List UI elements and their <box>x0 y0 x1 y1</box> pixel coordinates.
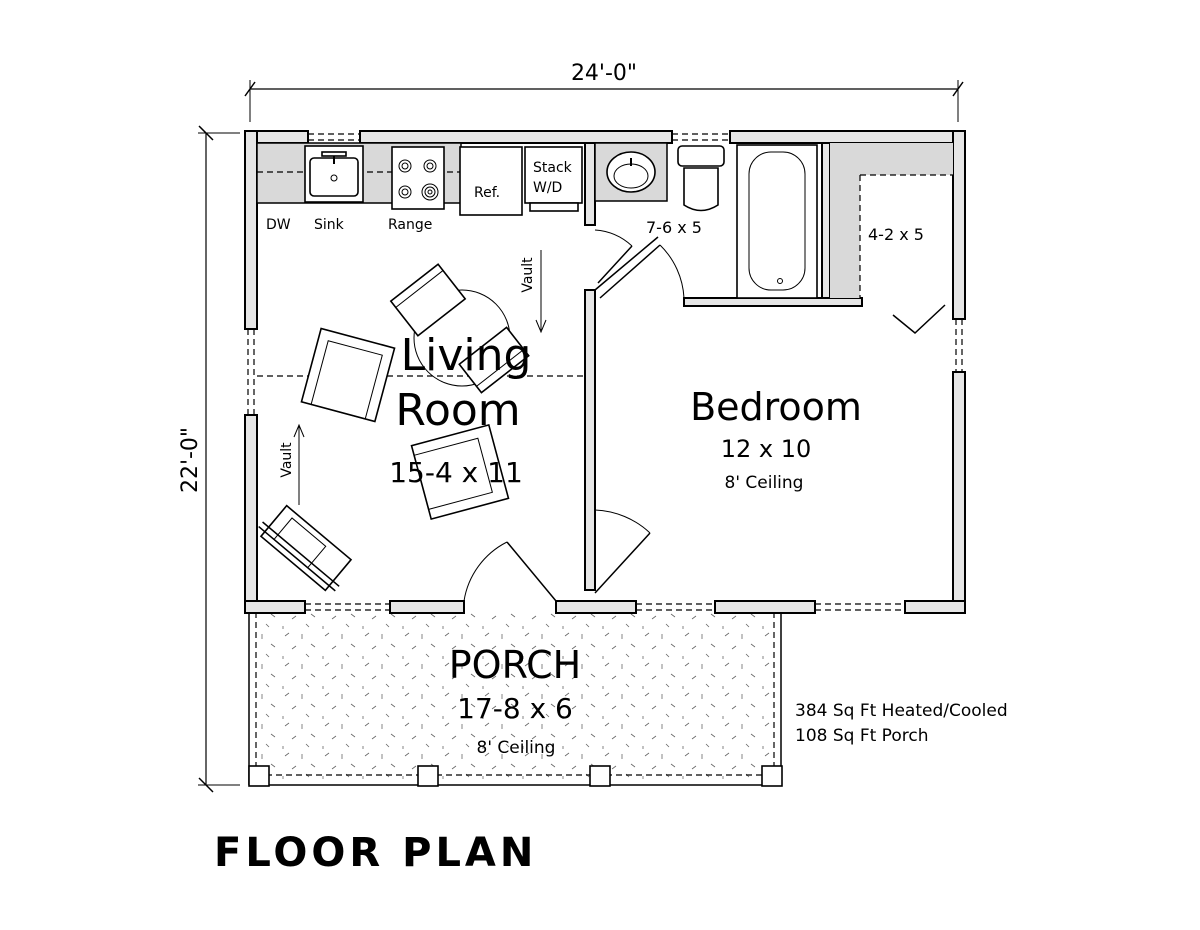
sink-label: Sink <box>314 217 345 233</box>
porch-size: 17-8 x 6 <box>457 692 573 725</box>
dimension-width-label: 24'-0" <box>571 61 637 86</box>
stack-label: Stack <box>533 160 573 176</box>
bedroom-ceiling: 8' Ceiling <box>725 473 804 493</box>
dimension-depth-label: 22'-0" <box>178 427 203 493</box>
media-unit-icon <box>258 504 353 592</box>
closet-size-label: 4-2 x 5 <box>868 225 924 244</box>
porch <box>248 612 783 787</box>
area-porch: 108 Sq Ft Porch <box>795 726 928 746</box>
armchair-icon <box>410 423 510 521</box>
plan-title: FLOOR PLAN <box>214 830 537 876</box>
living-room-label-1: Living <box>401 330 532 381</box>
vault-label-left: Vault <box>279 442 295 478</box>
dimension-width: 24'-0" <box>244 61 964 122</box>
lavatory-icon <box>606 151 656 193</box>
window-bottom-bed-2 <box>815 603 905 611</box>
living-room-label-2: Room <box>395 385 520 436</box>
window-left <box>247 329 255 415</box>
bathroom: 7-6 x 5 <box>594 142 818 299</box>
wd-label: W/D <box>533 180 562 196</box>
doors <box>463 229 685 602</box>
bath-door <box>594 236 659 291</box>
bedroom-label: Bedroom <box>690 385 862 429</box>
range-label: Range <box>388 217 432 233</box>
bath-size-label: 7-6 x 5 <box>646 218 702 237</box>
window-bottom-bed-1 <box>636 603 715 611</box>
exterior-walls <box>244 130 966 614</box>
window-bottom-living <box>305 603 390 611</box>
living-room-size: 15-4 x 11 <box>389 456 523 489</box>
refrigerator-icon <box>459 146 523 216</box>
dimension-depth: 22'-0" <box>178 125 240 793</box>
ref-label: Ref. <box>474 185 500 201</box>
dw-label: DW <box>266 217 291 233</box>
porch-post <box>417 765 439 787</box>
windows <box>247 133 963 611</box>
porch-ceiling: 8' Ceiling <box>477 738 556 758</box>
closet-door <box>892 304 946 334</box>
porch-post <box>248 765 270 787</box>
front-door <box>506 541 557 602</box>
bathtub-icon <box>736 144 818 299</box>
kitchen: DW Sink Range Ref. Stack W/D <box>256 142 583 233</box>
porch-post <box>589 765 611 787</box>
bedroom-size: 12 x 10 <box>721 435 812 463</box>
vault-label-top: Vault <box>520 257 536 293</box>
armchair-icon <box>300 327 396 423</box>
porch-post <box>761 765 783 787</box>
porch-label: PORCH <box>449 643 581 687</box>
window-top-kitchen <box>308 133 360 141</box>
window-top-bath <box>672 133 730 141</box>
toilet-icon <box>677 145 725 167</box>
range-icon <box>391 146 445 210</box>
closet: 4-2 x 5 <box>830 143 953 334</box>
bedroom-door <box>594 532 651 594</box>
interior-walls <box>584 142 863 591</box>
window-right <box>955 319 963 372</box>
living-furniture: Vault Vault <box>257 250 585 592</box>
washer-dryer-icon <box>524 146 583 204</box>
area-heated: 384 Sq Ft Heated/Cooled <box>795 701 1008 721</box>
